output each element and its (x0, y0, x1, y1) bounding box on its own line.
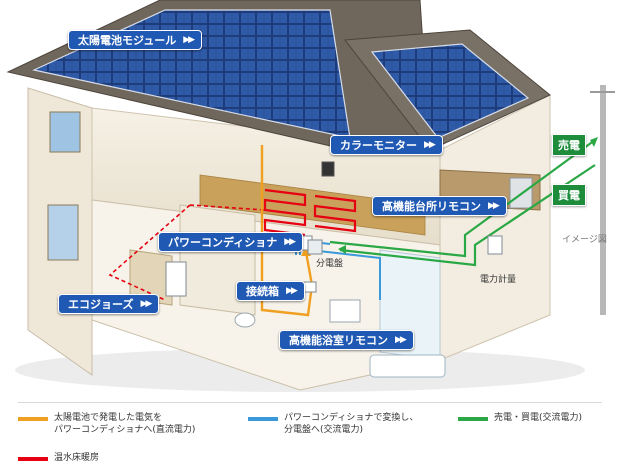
toilet (234, 312, 256, 328)
dc-line (260, 145, 314, 317)
chevron-right-icon: ▶▶ (488, 201, 500, 211)
grid-arrow-sell (590, 137, 598, 147)
image-note: イメージ図 (562, 235, 607, 245)
floor-heating-pipe (108, 204, 266, 301)
chevron-right-icon: ▶▶ (183, 35, 195, 45)
legend-swatch-dc (18, 417, 48, 421)
bathtub (369, 354, 446, 378)
chevron-right-icon: ▶▶ (395, 335, 407, 345)
legend: 太陽電池で発電した電気を パワーコンディショナへ(直流電力) パワーコンディショ… (0, 410, 620, 470)
monitor-unit (321, 161, 335, 177)
washstand (329, 299, 361, 323)
legend-item-grid: 売電・買電(交流電力) (458, 412, 582, 424)
legend-text-dc: 太陽電池で発電した電気を パワーコンディショナへ(直流電力) (54, 413, 196, 435)
callout-eco-jozu-label: エコジョーズ (68, 298, 134, 311)
callout-kitchen-remote-label: 高機能台所リモコン (382, 200, 481, 213)
chevron-right-icon: ▶▶ (286, 286, 298, 296)
grid-line-buy (339, 164, 596, 267)
legend-item-heating: 温水床暖房 (18, 452, 99, 464)
floor-heating-loop (263, 188, 357, 237)
callout-power-conditioner[interactable]: パワーコンディショナ ▶▶ (158, 232, 304, 252)
distribution-board-unit (307, 239, 323, 255)
callout-kitchen-remote[interactable]: 高機能台所リモコン ▶▶ (372, 196, 507, 216)
callout-bath-remote-label: 高機能浴室リモコン (289, 334, 388, 347)
meter-label: 電力計量 (480, 275, 517, 285)
buy-label: 買電 (552, 184, 586, 206)
eco-jozu-unit (165, 261, 187, 297)
legend-item-ac: パワーコンディショナで変換し、 分電盤へ(交流電力) (248, 412, 418, 436)
grid-line-sell (329, 139, 596, 258)
legend-text-grid: 売電・買電(交流電力) (494, 413, 583, 423)
callout-solar-module-label: 太陽電池モジュール (78, 34, 177, 47)
utility-pole (600, 85, 606, 315)
legend-divider (18, 402, 602, 403)
solar-array-right (370, 43, 530, 139)
legend-swatch-grid (458, 417, 488, 421)
window-left-lower (47, 204, 79, 261)
window-left (49, 111, 81, 153)
meter-unit (487, 235, 503, 255)
legend-swatch-heating (18, 457, 48, 461)
ac-line-bath (309, 249, 381, 300)
legend-swatch-ac (248, 417, 278, 421)
legend-text-heating: 温水床暖房 (54, 453, 100, 463)
junction-box-unit (303, 281, 317, 293)
chevron-right-icon: ▶▶ (424, 140, 436, 150)
callout-solar-module[interactable]: 太陽電池モジュール ▶▶ (68, 30, 203, 50)
wood-floor (199, 174, 426, 236)
callout-junction-box-label: 接続箱 (246, 285, 279, 298)
callout-color-monitor-label: カラーモニター (340, 139, 417, 152)
legend-text-ac: パワーコンディショナで変換し、 分電盤へ(交流電力) (284, 413, 419, 435)
callout-power-conditioner-label: パワーコンディショナ (168, 236, 278, 249)
chevron-right-icon: ▶▶ (284, 237, 296, 247)
callout-junction-box[interactable]: 接続箱 ▶▶ (236, 281, 305, 301)
callout-bath-remote[interactable]: 高機能浴室リモコン ▶▶ (279, 330, 414, 350)
callout-eco-jozu[interactable]: エコジョーズ ▶▶ (58, 294, 160, 314)
sell-label: 売電 (552, 134, 586, 156)
grid-arrow-buy (338, 245, 346, 254)
callout-color-monitor[interactable]: カラーモニター ▶▶ (330, 135, 443, 155)
distribution-board-label: 分電盤 (316, 259, 344, 269)
legend-item-dc: 太陽電池で発電した電気を パワーコンディショナへ(直流電力) (18, 412, 195, 436)
stairs (129, 249, 173, 306)
chevron-right-icon: ▶▶ (140, 299, 152, 309)
